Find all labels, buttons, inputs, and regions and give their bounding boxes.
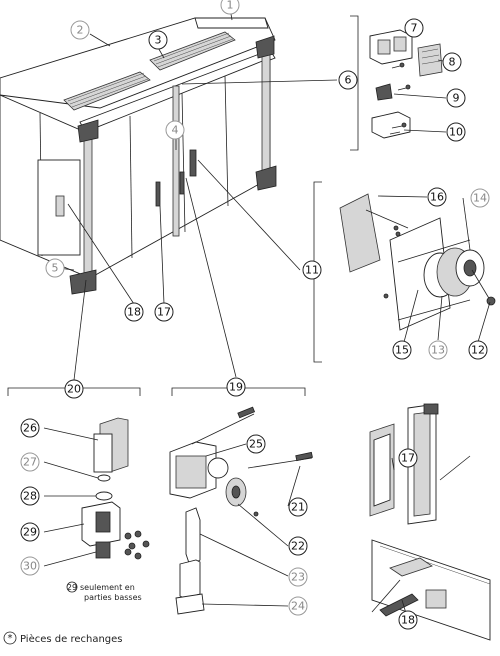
callout-7: 7 xyxy=(404,18,424,38)
callout-20: 20 xyxy=(64,379,84,399)
callout-18: 18 xyxy=(124,302,144,322)
callout-number: 9 xyxy=(453,92,460,105)
callout-28: 28 xyxy=(20,486,40,506)
callout-number: 16 xyxy=(430,191,444,204)
note-line-1: seulement en xyxy=(80,583,135,592)
group-19-lock xyxy=(169,387,313,615)
callout-17: 17 xyxy=(154,302,174,322)
callout-17: 17 xyxy=(398,448,418,468)
callout-8: 8 xyxy=(442,52,462,72)
callout-number: 22 xyxy=(291,540,305,553)
callout-number: 26 xyxy=(23,422,37,435)
callout-6: 6 xyxy=(338,70,358,90)
callout-number: 15 xyxy=(395,344,409,357)
callout-number: 24 xyxy=(291,600,305,613)
legend-text: Pièces de rechanges xyxy=(20,633,123,645)
note-ref-number: 29 xyxy=(67,583,77,592)
callout-21: 21 xyxy=(288,497,308,517)
callout-16: 16 xyxy=(427,187,447,207)
callout-22: 22 xyxy=(288,536,308,556)
callout-number: 17 xyxy=(401,452,415,465)
lower-parts-note: 29 seulement en parties basses xyxy=(66,581,142,602)
callout-number: 1 xyxy=(227,0,234,12)
callout-number: 2 xyxy=(77,24,84,37)
callout-5: 5 xyxy=(45,258,65,278)
callout-number: 29 xyxy=(23,526,37,539)
note-line-2: parties basses xyxy=(84,593,142,602)
callout-26: 26 xyxy=(20,418,40,438)
callout-10: 10 xyxy=(446,122,466,142)
roof-vent-grille-rear xyxy=(149,31,236,71)
callout-4: 4 xyxy=(165,120,185,140)
roof-vent-grille-front xyxy=(63,71,151,111)
hinge-detail-18 xyxy=(371,539,491,641)
callout-9: 9 xyxy=(446,88,466,108)
callout-27: 27 xyxy=(20,452,40,472)
callout-number: 7 xyxy=(411,22,418,35)
cabinet-assembly xyxy=(0,17,277,295)
lock-mechanism-group xyxy=(313,181,496,363)
callout-2: 2 xyxy=(70,20,90,40)
handle-17 xyxy=(369,403,471,525)
callout-number: 18 xyxy=(127,306,141,319)
callout-markers: 1234567891011121314151617181920212223242… xyxy=(20,0,490,630)
callout-number: 8 xyxy=(449,56,456,69)
callout-11: 11 xyxy=(302,260,322,280)
callout-number: 5 xyxy=(52,262,59,275)
callout-number: 13 xyxy=(431,344,445,357)
callout-number: 14 xyxy=(473,192,487,205)
group-25-bracket xyxy=(7,387,150,560)
legend-marker: * xyxy=(8,633,13,644)
callout-number: 10 xyxy=(449,126,463,139)
callout-30: 30 xyxy=(20,556,40,576)
callout-number: 28 xyxy=(23,490,37,503)
callout-14: 14 xyxy=(470,188,490,208)
callout-number: 4 xyxy=(172,124,179,137)
callout-29: 29 xyxy=(20,522,40,542)
callout-18: 18 xyxy=(398,610,418,630)
callout-25: 25 xyxy=(246,434,266,454)
callout-1: 1 xyxy=(220,0,240,15)
callout-number: 19 xyxy=(229,381,243,394)
callout-3: 3 xyxy=(148,30,168,50)
callout-number: 17 xyxy=(157,306,171,319)
callout-number: 12 xyxy=(471,344,485,357)
callout-number: 27 xyxy=(23,456,37,469)
leader-lines xyxy=(43,7,491,621)
callout-13: 13 xyxy=(428,340,448,360)
callout-12: 12 xyxy=(468,340,488,360)
callout-number: 21 xyxy=(291,501,305,514)
callout-15: 15 xyxy=(392,340,412,360)
callout-number: 6 xyxy=(345,74,352,87)
callout-number: 20 xyxy=(67,383,81,396)
callout-23: 23 xyxy=(288,567,308,587)
callout-number: 3 xyxy=(155,34,162,47)
callout-number: 18 xyxy=(401,614,415,627)
hinge-kit-group xyxy=(350,15,443,151)
callout-19: 19 xyxy=(226,377,246,397)
callout-number: 23 xyxy=(291,571,305,584)
callout-number: 30 xyxy=(23,560,37,573)
callout-number: 11 xyxy=(305,264,319,277)
callout-number: 25 xyxy=(249,438,263,451)
legend: * Pièces de rechanges xyxy=(3,631,123,645)
callout-24: 24 xyxy=(288,596,308,616)
